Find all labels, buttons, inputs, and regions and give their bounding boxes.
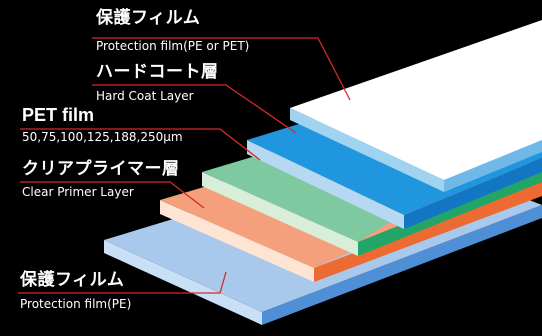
layer-primer-side [314, 182, 542, 282]
leader-line-pet [20, 128, 261, 161]
leader-line-protection-top [92, 37, 351, 101]
label-protection-film-bottom-en: Protection film(PE) [20, 297, 132, 311]
label-pet-thickness: 50,75,100,125,188,250μm [22, 130, 183, 144]
label-protection-film-bottom-jp: 保護フィルム [20, 270, 125, 290]
layer-top-top [290, 20, 542, 180]
label-protection-film-top-jp: 保護フィルム [96, 8, 201, 28]
layer-hardcoat-side [404, 158, 542, 229]
layer-bottom-side [262, 205, 542, 325]
label-protection-film-top-en: Protection film(PE or PET) [96, 39, 250, 53]
layer-protection-film-top [290, 20, 542, 192]
leader-line-hard-coat [92, 84, 297, 134]
leader-line-protection-bottom [18, 271, 227, 294]
layer-top-side [444, 140, 542, 192]
leader-line-primer [20, 181, 205, 209]
label-pet-film: PET film [22, 105, 95, 125]
label-clear-primer-jp: クリアプライマー層 [22, 159, 180, 179]
layer-pet-front [202, 172, 358, 256]
label-hard-coat-en: Hard Coat Layer [96, 89, 194, 103]
layer-primer-front [160, 200, 314, 282]
layer-bottom-front [104, 240, 262, 325]
label-clear-primer-en: Clear Primer Layer [22, 185, 134, 199]
label-hard-coat-jp: ハードコート層 [96, 62, 219, 82]
layer-top-front [290, 108, 444, 192]
layer-hardcoat-front [247, 140, 404, 229]
